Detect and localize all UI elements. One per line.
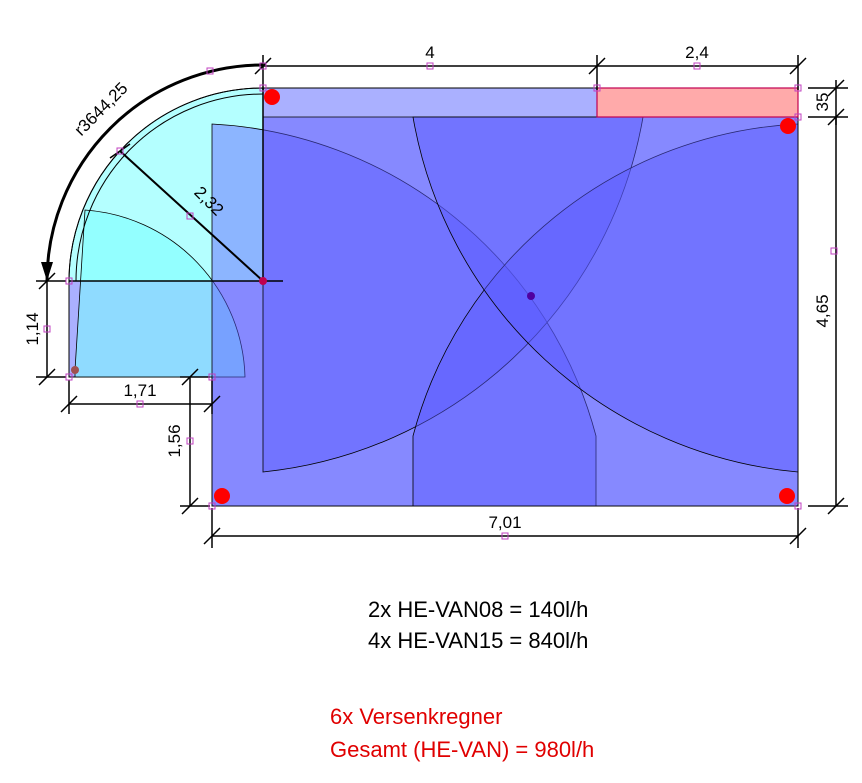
vertex-icon bbox=[794, 84, 802, 92]
sprinkler-icon bbox=[214, 488, 230, 504]
vertex-icon bbox=[65, 373, 73, 381]
small-spray-sector bbox=[74, 209, 246, 378]
vertex-markers bbox=[43, 62, 838, 540]
flower-bed bbox=[596, 87, 799, 118]
spray-top-middle bbox=[262, 116, 644, 473]
vertex-icon bbox=[186, 437, 194, 445]
diagonal-line bbox=[119, 150, 264, 282]
vertex-icon bbox=[65, 277, 73, 285]
dim-left-height: 1,14 bbox=[23, 312, 42, 345]
vertex-icon bbox=[426, 62, 434, 70]
vertex-icon bbox=[136, 400, 144, 408]
radius-center-point bbox=[259, 277, 267, 285]
dim-bottom-width: 7,01 bbox=[488, 513, 521, 532]
total-line-1: 6x Versenkregner bbox=[330, 704, 502, 729]
arc-arrow-icon bbox=[41, 262, 53, 281]
dim-top-right-width: 2,4 bbox=[685, 43, 709, 62]
vertex-icon bbox=[116, 147, 124, 155]
vertex-icon bbox=[208, 373, 216, 381]
vertex-icon bbox=[259, 84, 267, 92]
small-sprinkler-point bbox=[71, 366, 79, 374]
spray-top-left bbox=[211, 123, 597, 507]
dim-lower-left-height: 1,56 bbox=[165, 424, 184, 457]
dim-bed-depth: 35 bbox=[813, 93, 832, 112]
vertex-icon bbox=[43, 325, 51, 333]
dimension-lines bbox=[36, 55, 848, 548]
center-point bbox=[527, 292, 535, 300]
outer-arc-1 bbox=[45, 63, 264, 282]
vertex-icon bbox=[208, 502, 216, 510]
total-line-2: Gesamt (HE-VAN) = 980l/h bbox=[330, 737, 594, 762]
diagonal-tick bbox=[109, 143, 131, 159]
vertex-icon bbox=[259, 62, 267, 70]
spray-top-right bbox=[412, 123, 799, 507]
vertex-icon bbox=[186, 212, 194, 220]
vertex-icon bbox=[206, 67, 214, 75]
dim-bottom-left-width: 1,71 bbox=[123, 381, 156, 400]
outer-arc-3 bbox=[75, 93, 264, 282]
vertex-icon bbox=[830, 247, 838, 255]
sprinkler-icon bbox=[779, 488, 795, 504]
vertex-icon bbox=[593, 84, 601, 92]
vertex-icon bbox=[794, 113, 802, 121]
dim-right-height: 4,65 bbox=[813, 294, 832, 327]
sprinkler-icon bbox=[264, 89, 280, 105]
outer-arc-2 bbox=[68, 87, 264, 282]
sprinkler-icon bbox=[780, 118, 796, 134]
vertex-icon bbox=[794, 502, 802, 510]
dim-radius: r3644,25 bbox=[71, 79, 132, 140]
spray-bottom-right bbox=[412, 116, 799, 473]
summary-line-1: 2x HE-VAN08 = 140l/h bbox=[368, 597, 588, 622]
vertex-icon bbox=[693, 62, 701, 70]
summary-line-2: 4x HE-VAN15 = 840l/h bbox=[368, 628, 588, 653]
dim-top-width: 4 bbox=[425, 43, 434, 62]
vertex-icon bbox=[501, 532, 509, 540]
